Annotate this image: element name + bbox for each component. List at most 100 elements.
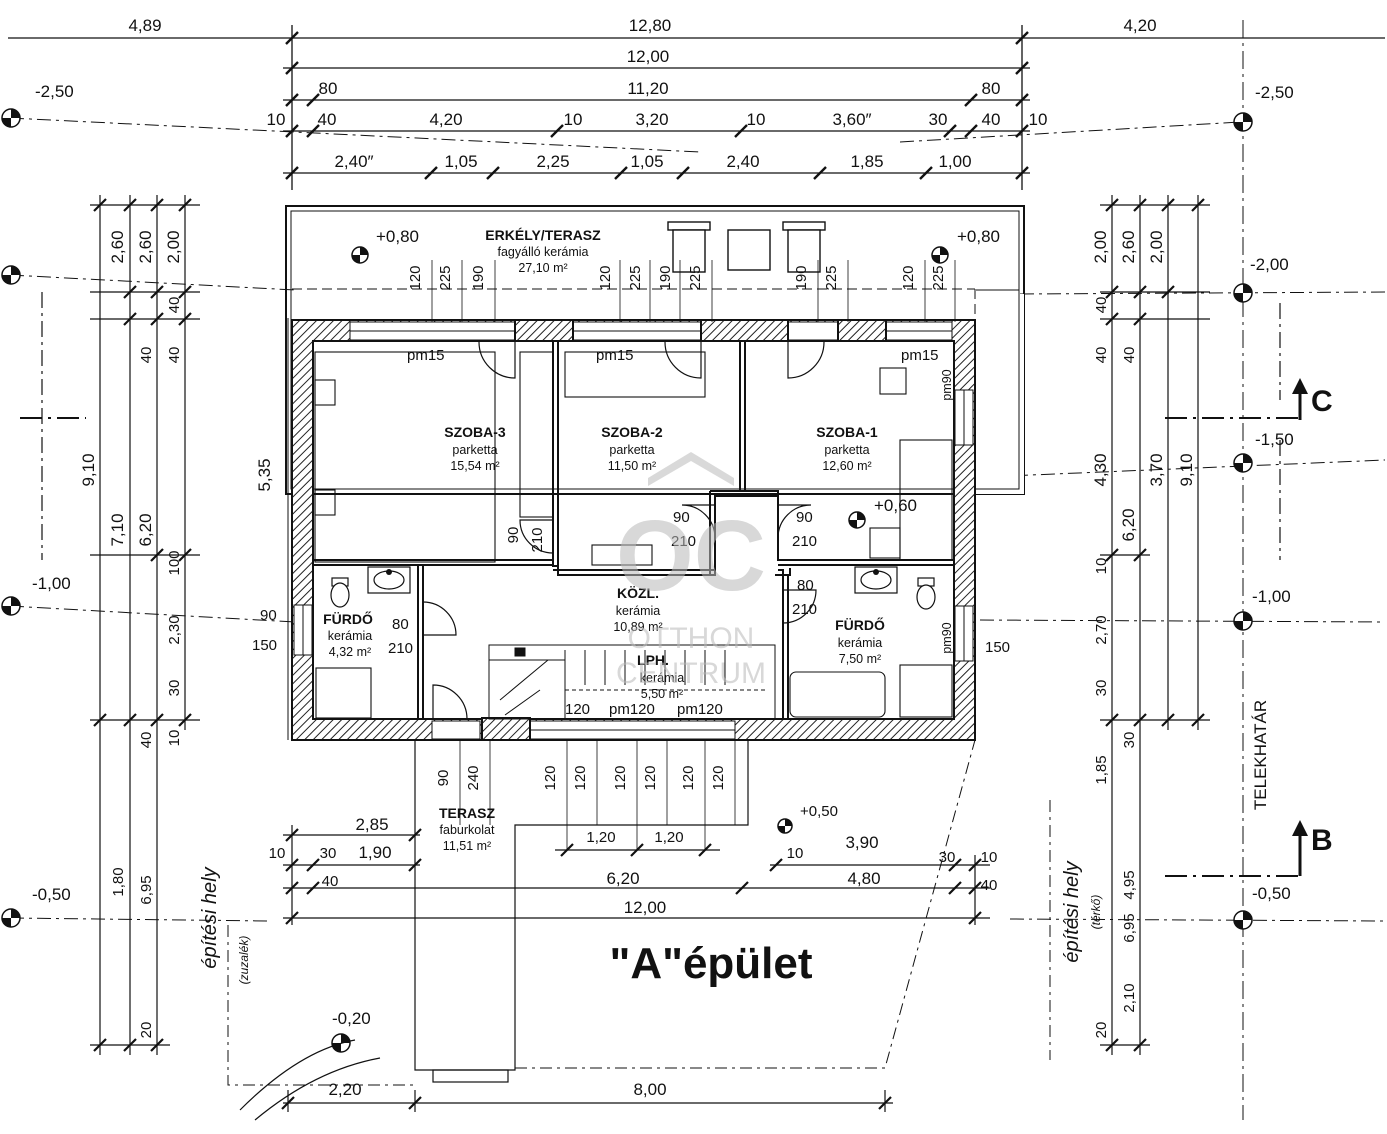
level-marker <box>931 246 949 264</box>
level-marker <box>1 908 21 928</box>
bottom-dim-label: 10 <box>269 845 286 862</box>
right-dim-label: 30 <box>1093 680 1110 697</box>
top-dim-label: 30 <box>929 110 948 129</box>
window-dim: 120 <box>900 265 917 290</box>
right-dim-label: 4,95 <box>1121 870 1138 899</box>
stair-dim: pm120 <box>677 701 723 718</box>
bottom-dim-label: 1,20 <box>654 829 683 846</box>
side-window-dim: 150 <box>985 639 1010 656</box>
bottom-dim-label: 8,00 <box>633 1080 666 1099</box>
building-walls <box>291 319 976 741</box>
top-dim-label: 1,00 <box>938 152 971 171</box>
level-marker <box>1233 611 1253 631</box>
front-dim: 120 <box>572 765 589 790</box>
watermark-logo: OC OTTHON CENTRUM <box>616 452 766 690</box>
bottom-dimension-labels: 2,85 1,20 1,20 3,90 10 30 1,90 10 30 10 … <box>269 815 998 1099</box>
room-material: parketta <box>609 443 654 457</box>
level-marker <box>1 596 21 616</box>
staircase <box>488 644 776 720</box>
door-dim: 210 <box>671 533 696 550</box>
top-dim-label: 10 <box>747 110 766 129</box>
right-dim-label: 10 <box>1093 558 1110 575</box>
top-dim-label: 12,80 <box>629 16 672 35</box>
bottom-dim-label: 40 <box>981 877 998 894</box>
level-label: +0,80 <box>957 227 1000 246</box>
bottom-dimension-chains <box>281 825 990 1112</box>
right-dim-label: 4,30 <box>1091 453 1110 486</box>
bottom-dim-label: 10 <box>787 845 804 862</box>
room-name: SZOBA-3 <box>444 424 506 440</box>
right-dim-label: 6,20 <box>1119 508 1138 541</box>
right-dimension-labels: 2,00 2,60 2,00 40 40 40 4,30 6,20 3,70 9… <box>1091 230 1196 1038</box>
room-material: parketta <box>824 443 869 457</box>
level-marker <box>1233 453 1253 473</box>
door-dim: 80 <box>797 577 814 594</box>
level-marker <box>1233 112 1253 132</box>
terrain-lines <box>9 117 1386 922</box>
right-dim-label: 1,85 <box>1093 755 1110 784</box>
bottom-dim-label: 12,00 <box>624 898 667 917</box>
level-marker <box>1233 283 1253 303</box>
left-dim-label: 30 <box>166 680 183 697</box>
top-dim-label: 2,40 <box>726 152 759 171</box>
bottom-dim-label: 2,20 <box>328 1080 361 1099</box>
bottom-dim-label: 6,20 <box>606 869 639 888</box>
top-dim-label: 2,25 <box>536 152 569 171</box>
window-dim: 225 <box>627 265 644 290</box>
opening-dimension-lines <box>431 260 956 850</box>
top-dim-label: 80 <box>982 79 1001 98</box>
bottom-dim-label: 4,80 <box>847 869 880 888</box>
level-label: -2,50 <box>1255 83 1294 102</box>
top-dim-label: 2,40″ <box>334 152 373 171</box>
left-dim-label: 2,60 <box>136 230 155 263</box>
level-label: +0,60 <box>874 496 917 515</box>
left-dim-label: 2,30 <box>166 615 183 644</box>
site-boundaries <box>227 739 1051 1086</box>
front-dim: 120 <box>542 765 559 790</box>
right-dim-label: 40 <box>1093 347 1110 364</box>
door-dim: 90 <box>796 509 813 526</box>
front-dim: 120 <box>710 765 727 790</box>
door-dim: 210 <box>792 601 817 618</box>
left-dim-label: 40 <box>166 297 183 314</box>
top-dim-label: 40 <box>318 110 337 129</box>
left-dim-label: 6,20 <box>136 513 155 546</box>
top-dim-label: 4,20 <box>1123 16 1156 35</box>
left-dim-label: 2,00 <box>164 230 183 263</box>
window-dim: 190 <box>657 265 674 290</box>
top-dim-label: 3,20 <box>635 110 668 129</box>
front-dim: 120 <box>680 765 697 790</box>
left-dim-label: 2,60 <box>108 230 127 263</box>
left-dim-label: 40 <box>138 732 155 749</box>
right-dim-label: 2,00 <box>1147 230 1166 263</box>
room-material: kerámia <box>838 636 883 650</box>
building-title: "A"épület <box>609 939 812 988</box>
section-b-label: B <box>1311 824 1333 857</box>
top-dim-label: 1,05 <box>630 152 663 171</box>
room-area: 11,51 m² <box>443 839 491 853</box>
room-material: kerámia <box>328 629 373 643</box>
level-label: -0,50 <box>1252 884 1291 903</box>
top-dim-label: 1,05 <box>444 152 477 171</box>
right-dimension-chains <box>1100 195 1300 1055</box>
top-dimension-labels: 4,89 12,80 4,20 12,00 80 11,20 80 10 40 … <box>128 16 1156 171</box>
top-dim-label: 40 <box>982 110 1001 129</box>
room-area: 15,54 m² <box>450 459 499 473</box>
section-mark-b: B <box>1292 820 1333 876</box>
top-dim-label: 4,20 <box>429 110 462 129</box>
door-swings <box>422 341 825 720</box>
level-label: -1,00 <box>32 574 71 593</box>
watermark-monogram: OC <box>616 500 766 612</box>
left-dim-label: 40 <box>166 347 183 364</box>
side-window-dim: 150 <box>252 637 277 654</box>
room-material: parketta <box>452 443 497 457</box>
stair-dim: pm120 <box>609 701 655 718</box>
room-name: FÜRDŐ <box>323 610 373 627</box>
top-dim-label: 12,00 <box>627 47 670 66</box>
bottom-dim-label: 2,85 <box>355 815 388 834</box>
bottom-dim-label: 10 <box>981 849 998 866</box>
right-dim-label: 9,10 <box>1177 453 1196 486</box>
left-dim-label: 7,10 <box>108 513 127 546</box>
level-marker <box>351 246 369 264</box>
room-name: KÖZL. <box>617 585 659 601</box>
